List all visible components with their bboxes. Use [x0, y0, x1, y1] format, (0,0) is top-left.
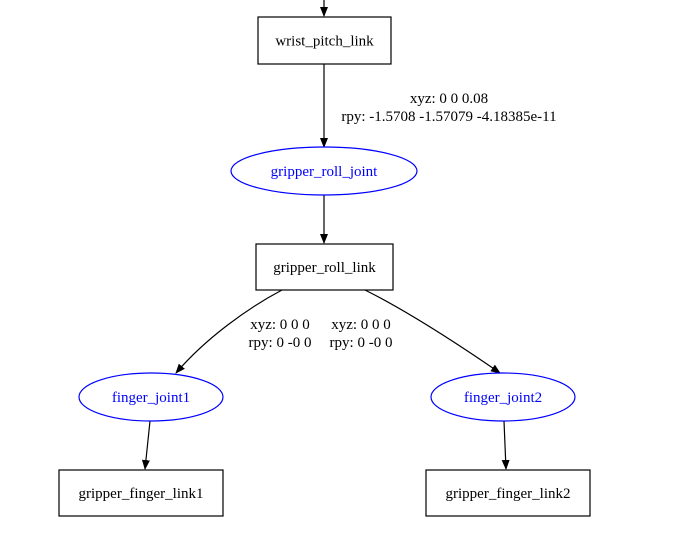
edge-label-rpy: rpy: 0 -0 0 — [330, 335, 393, 351]
joint-node-gripper-roll-joint[interactable]: gripper_roll_joint — [230, 146, 418, 196]
joint-label: gripper_roll_joint — [271, 164, 378, 180]
edge-label-rpy: rpy: -1.5708 -1.57079 -4.18385e-11 — [341, 109, 556, 125]
link-label: gripper_finger_link2 — [446, 486, 571, 502]
link-node-gripper-finger-link1[interactable]: gripper_finger_link1 — [58, 469, 224, 517]
edge-label-finger-joint1: xyz: 0 0 0 rpy: 0 -0 0 — [249, 317, 312, 351]
link-label: gripper_finger_link1 — [79, 486, 204, 502]
edge-label-rpy: rpy: 0 -0 0 — [249, 335, 312, 351]
link-label: gripper_roll_link — [273, 260, 376, 276]
link-node-gripper-finger-link2[interactable]: gripper_finger_link2 — [425, 469, 591, 517]
link-box — [255, 243, 394, 291]
edge-gripper-roll-link-to-finger-joint2 — [364, 289, 501, 374]
link-box — [425, 469, 591, 517]
link-label: wrist_pitch_link — [275, 34, 374, 50]
link-box — [58, 469, 224, 517]
joint-node-finger-joint2[interactable]: finger_joint2 — [430, 372, 576, 422]
edge-label-xyz: xyz: 0 0 0 — [331, 317, 391, 333]
edge-label-finger-joint2: xyz: 0 0 0 rpy: 0 -0 0 — [330, 317, 393, 351]
edge-finger-joint2-to-gripper-finger-link2 — [501, 420, 510, 470]
joint-label: finger_joint1 — [112, 390, 190, 406]
link-box — [257, 16, 392, 65]
edge-label-gripper-roll-joint: xyz: 0 0 0.08 rpy: -1.5708 -1.57079 -4.1… — [341, 91, 556, 125]
joint-ellipse — [78, 372, 224, 422]
edge-finger-joint1-to-gripper-finger-link1 — [141, 420, 151, 470]
edge-label-xyz: xyz: 0 0 0 — [250, 317, 310, 333]
joint-node-finger-joint1[interactable]: finger_joint1 — [78, 372, 224, 422]
link-node-wrist-pitch-link[interactable]: wrist_pitch_link — [257, 16, 392, 65]
link-node-gripper-roll-link[interactable]: gripper_roll_link — [255, 243, 394, 291]
edge-gripper-roll-link-to-finger-joint1 — [175, 289, 283, 374]
edge-label-xyz: xyz: 0 0 0.08 — [410, 91, 488, 107]
joint-ellipse — [430, 372, 576, 422]
joint-label: finger_joint2 — [464, 390, 542, 406]
joint-ellipse — [230, 146, 418, 196]
